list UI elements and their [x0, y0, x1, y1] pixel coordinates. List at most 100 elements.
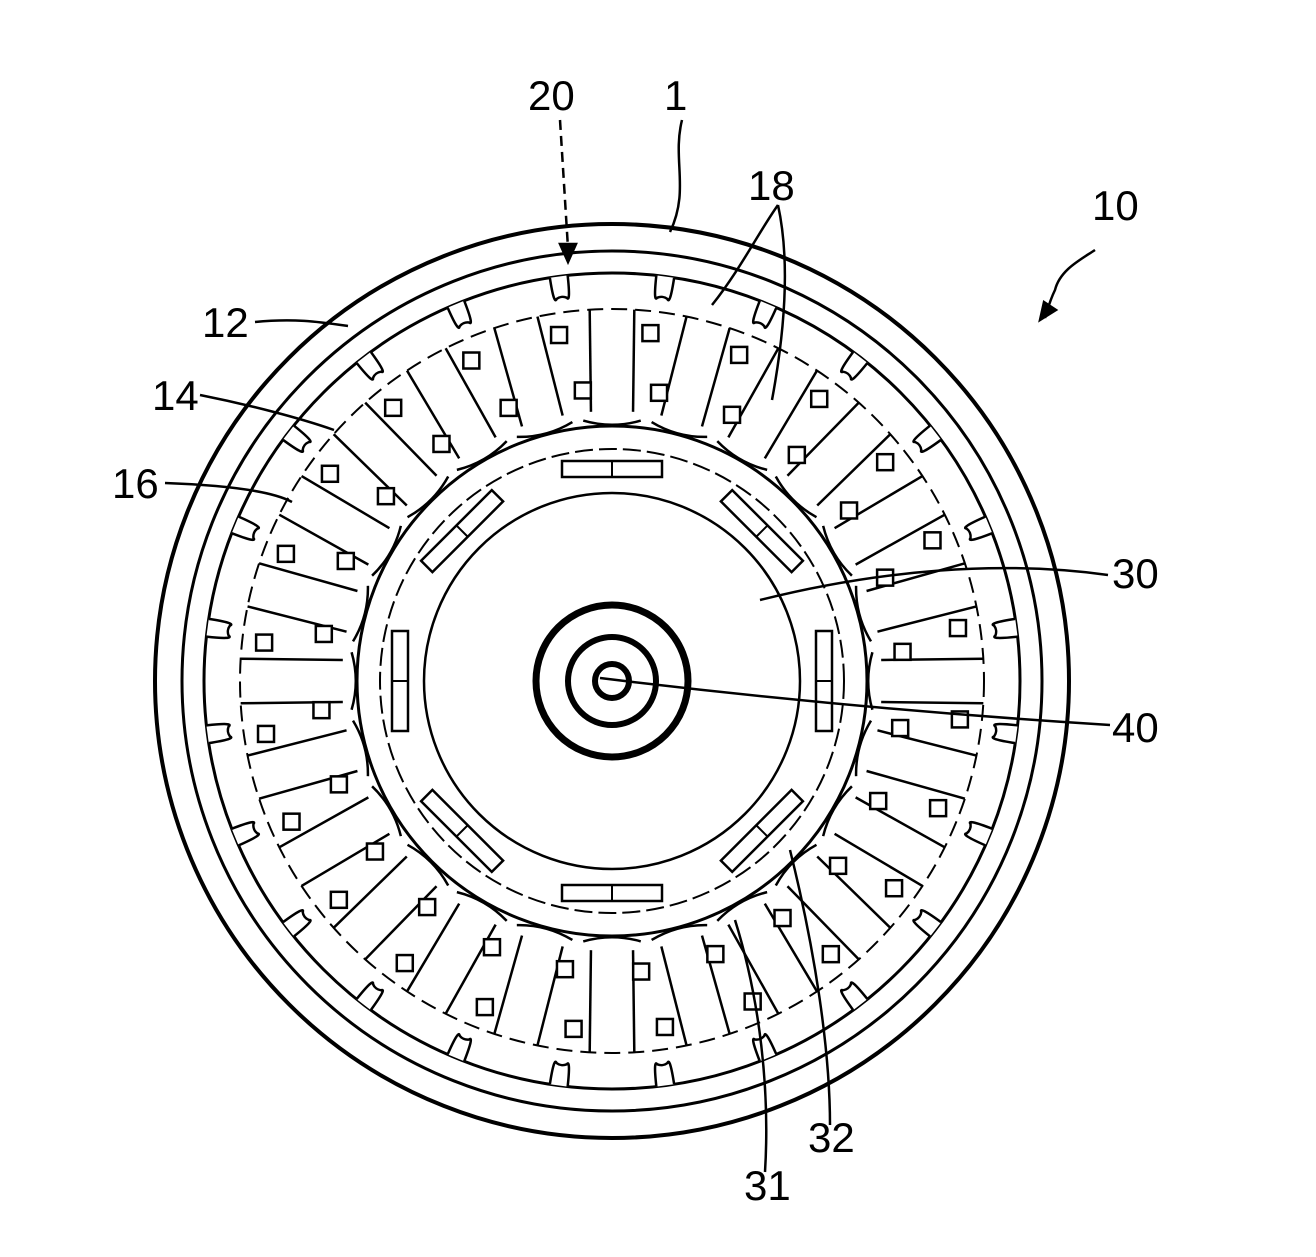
- coil-marker: [775, 910, 791, 926]
- coil-wire-markers: [256, 325, 968, 1037]
- label-40: 40: [1112, 704, 1159, 751]
- stator-core: [204, 273, 1020, 1089]
- tooth-edge: [765, 371, 817, 459]
- coil-marker: [823, 946, 839, 962]
- coil-marker: [731, 347, 747, 363]
- label-14: 14: [152, 372, 199, 419]
- tooth-shoe: [717, 441, 767, 470]
- tooth-shoe: [372, 526, 401, 576]
- tooth-shoe: [372, 786, 401, 836]
- label-30: 30: [1112, 550, 1159, 597]
- stator-outer-notch: [993, 724, 1018, 743]
- stator-outer-notch: [655, 1062, 674, 1087]
- rotor-magnet-slots: [392, 461, 832, 901]
- tooth-shoe: [823, 526, 852, 576]
- leader-12: [255, 320, 348, 326]
- stator-outer-notch: [357, 352, 383, 380]
- tooth-shoe: [776, 477, 817, 518]
- coil-marker: [930, 800, 946, 816]
- coil-marker: [433, 436, 449, 452]
- leader-1: [670, 120, 682, 232]
- label-18: 18: [748, 162, 795, 209]
- coil-marker: [830, 858, 846, 874]
- label-1: 1: [664, 72, 687, 119]
- coil-marker: [313, 702, 329, 718]
- tooth-shoe: [352, 652, 356, 710]
- magnet-slot: [721, 790, 803, 872]
- tooth-shoe: [868, 652, 872, 710]
- stator-outer-notch: [913, 910, 941, 936]
- housing: [155, 224, 1069, 1138]
- tooth-edge: [633, 310, 634, 412]
- coil-marker: [950, 620, 966, 636]
- shaft: [536, 605, 688, 757]
- coil-marker: [811, 391, 827, 407]
- leader-18b: [772, 205, 785, 400]
- stator-teeth: [241, 310, 984, 1053]
- coil-marker: [278, 546, 294, 562]
- tooth-shoe: [457, 441, 507, 470]
- tooth-shoe: [583, 421, 641, 425]
- coil-marker: [331, 776, 347, 792]
- coil-marker: [338, 553, 354, 569]
- coil-marker: [870, 793, 886, 809]
- coil-marker: [886, 880, 902, 896]
- coil-marker: [501, 400, 517, 416]
- tooth-edge: [302, 476, 390, 528]
- stator-outer-notch: [357, 982, 383, 1010]
- stator-outer-notch: [655, 275, 674, 300]
- coil-marker: [484, 939, 500, 955]
- magnet-slot: [392, 631, 408, 731]
- label-20: 20: [528, 72, 575, 119]
- stator-outer-notch: [550, 275, 569, 300]
- leader-31: [735, 920, 766, 1172]
- tooth-edge: [817, 856, 890, 927]
- tooth-edge: [334, 434, 407, 505]
- coil-marker: [331, 892, 347, 908]
- coil-marker: [463, 353, 479, 369]
- stator-outer-notch: [993, 619, 1018, 638]
- magnet-slot: [816, 631, 832, 731]
- tooth-edge: [590, 950, 591, 1052]
- magnet-slot: [421, 790, 503, 872]
- coil-marker: [841, 502, 857, 518]
- coil-marker: [633, 964, 649, 980]
- stator-outer-notch: [206, 619, 231, 638]
- coil-marker: [651, 385, 667, 401]
- tooth-edge: [365, 886, 436, 959]
- coil-marker: [419, 899, 435, 915]
- stator-inner-boundary: [357, 426, 867, 936]
- stator-outer-notch: [550, 1062, 569, 1087]
- tooth-shoe: [408, 477, 449, 518]
- coil-marker: [477, 999, 493, 1015]
- tooth-edge: [407, 904, 459, 992]
- label-32: 32: [808, 1114, 855, 1161]
- coil-marker: [895, 644, 911, 660]
- coil-marker: [566, 1021, 582, 1037]
- coil-marker: [575, 382, 591, 398]
- tooth-shoe: [457, 892, 507, 921]
- stator-outer-notches: [206, 275, 1017, 1086]
- tooth-edge: [241, 659, 343, 660]
- stator-outer-notch: [206, 724, 231, 743]
- coil-marker: [256, 635, 272, 651]
- coil-marker: [924, 532, 940, 548]
- coil-marker: [551, 327, 567, 343]
- coil-marker: [642, 325, 658, 341]
- rotor: [392, 461, 832, 901]
- coil-marker: [316, 626, 332, 642]
- tooth-shoe: [717, 892, 767, 921]
- coil-marker: [557, 961, 573, 977]
- coil-marker: [385, 400, 401, 416]
- tooth-shoe: [823, 786, 852, 836]
- label-16: 16: [112, 460, 159, 507]
- tooth-edge: [835, 834, 923, 886]
- coil-marker: [258, 726, 274, 742]
- stator-outer-notch: [841, 352, 867, 380]
- coil-marker: [322, 466, 338, 482]
- coil-marker: [877, 454, 893, 470]
- coil-marker: [789, 447, 805, 463]
- magnet-slot: [562, 885, 662, 901]
- tooth-shoe: [583, 937, 641, 941]
